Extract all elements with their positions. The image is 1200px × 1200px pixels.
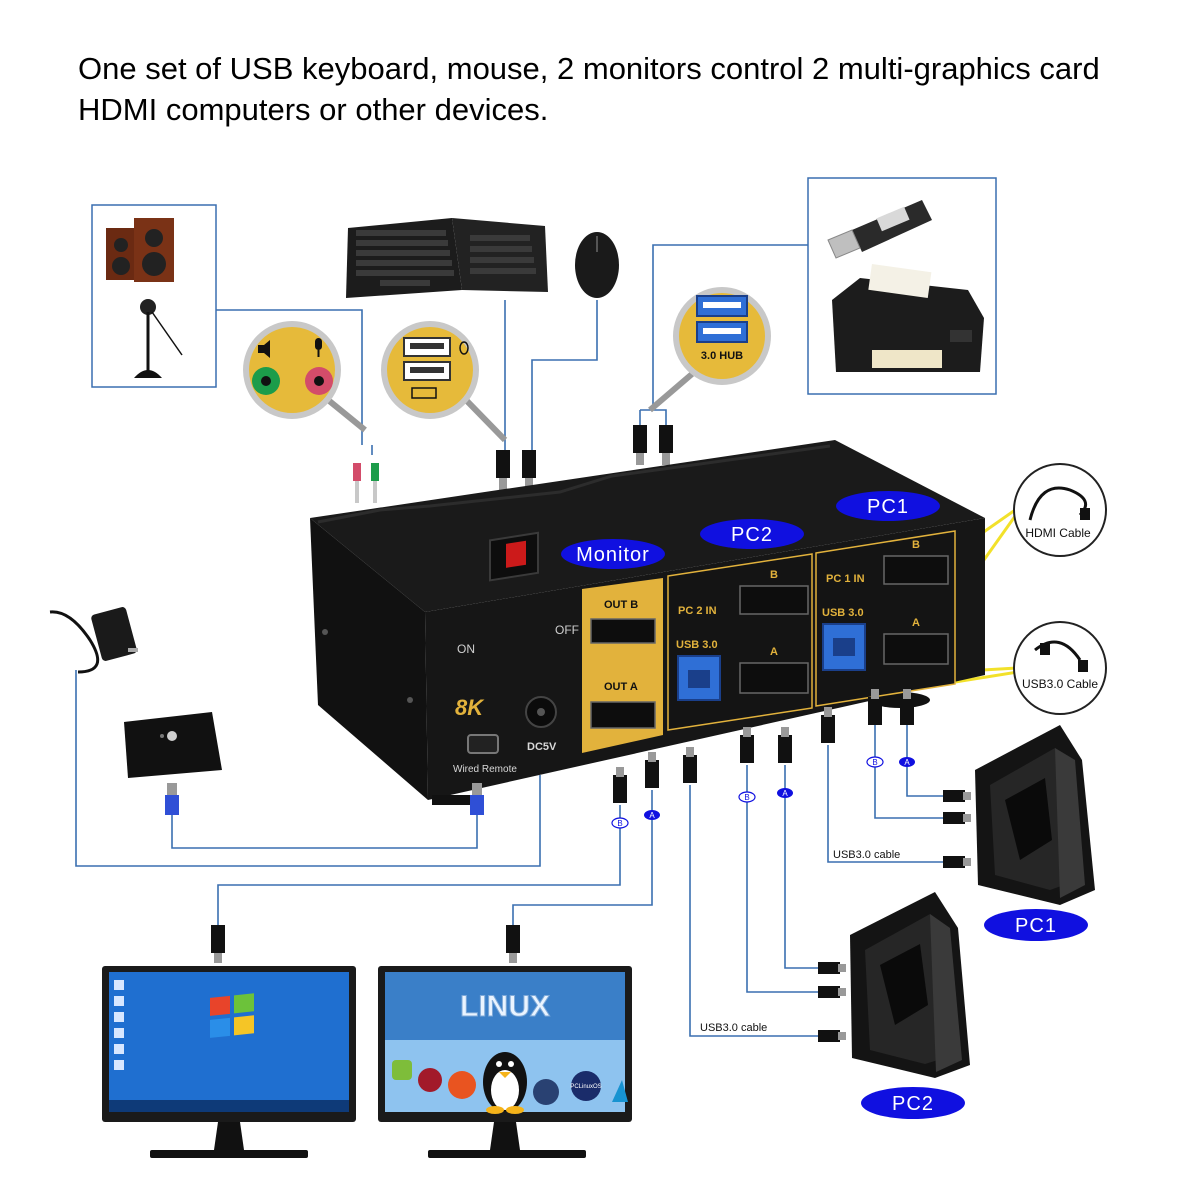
out-b-label: OUT B: [604, 599, 638, 611]
out-a-label: OUT A: [604, 681, 638, 693]
keyboard-small-icon: [411, 387, 437, 399]
pc1-port-b-label: B: [912, 539, 920, 551]
keyboard-icon: [346, 218, 548, 298]
pc2-port-b-label: B: [770, 569, 778, 581]
usb-devices-box: [807, 177, 997, 395]
tux-penguin-icon: [483, 1052, 527, 1114]
flash-drive-icon: [827, 200, 932, 259]
hdmi-out-a-port[interactable]: [590, 701, 656, 729]
pc2-usb-b-port[interactable]: [677, 655, 721, 701]
pc2-bottom-label: PC2: [892, 1093, 934, 1115]
pc2-pill-label: PC2: [731, 524, 773, 546]
os-badge: PCLinuxOS: [570, 1084, 601, 1090]
monitor-pill: Monitor: [561, 539, 665, 569]
eightk-label: 8K: [455, 695, 485, 720]
pc2-tower: [850, 892, 970, 1078]
pc1-bottom-label: PC1: [1015, 915, 1057, 937]
distro-logos-icon: [392, 1060, 628, 1105]
pc2-pill-bottom: PC2: [861, 1087, 965, 1119]
linux-title: LINUX: [460, 990, 550, 1023]
headline: One set of USB keyboard, mouse, 2 monito…: [78, 51, 1100, 127]
pc1-pill-bottom: PC1: [984, 909, 1088, 941]
cable-tags: B A B A B A: [611, 756, 915, 829]
hdmi-cable-callout: HDMI Cable: [1013, 463, 1107, 557]
tag-b-pc1: B: [872, 758, 877, 767]
pc1-in-label: PC 1 IN: [826, 573, 865, 585]
dc-label: DC5V: [527, 741, 557, 753]
connection-lines: [75, 244, 943, 1037]
pc1-pill: PC1: [836, 491, 940, 521]
pc2-pill: PC2: [700, 519, 804, 549]
tag-a-pc2: A: [782, 789, 788, 798]
kvm-switch: ON OFF 8K Wired Remote DC5V OUT B OUT A …: [310, 440, 985, 805]
windows-logo-icon: [210, 993, 254, 1038]
pc1-usb-b-port[interactable]: [822, 623, 866, 671]
pc1-hdmi-a-port[interactable]: [883, 633, 949, 665]
pc1-port-a-label: A: [912, 617, 920, 629]
mouse-small-icon: [459, 341, 469, 355]
usb-cable-pc2-label: USB3.0 cable: [700, 1022, 767, 1034]
pc1-tower: [975, 725, 1095, 905]
usb-plugs-bottom: [613, 689, 914, 803]
mic-icon: [315, 338, 322, 357]
hdmi-cable-icon: [1028, 486, 1088, 521]
pc1-hdmi-b-port[interactable]: [883, 555, 949, 585]
pc-plugs: [211, 790, 971, 1042]
usb-hub-zoom: 3.0 HUB: [648, 287, 771, 413]
pc2-hdmi-a-port[interactable]: [739, 662, 809, 694]
usb-ports-zoom: [381, 321, 508, 443]
audio-ports-zoom: [243, 321, 367, 433]
power-switch[interactable]: [489, 531, 539, 582]
usb-cable-icon: [1034, 640, 1082, 661]
tag-b-pc2: B: [744, 793, 749, 802]
usb-plugs-top: [496, 425, 673, 490]
speakers-icon: [106, 218, 174, 282]
wired-remote-label: Wired Remote: [453, 764, 517, 775]
monitor-pill-label: Monitor: [576, 544, 650, 566]
microphone-icon: [134, 299, 183, 378]
remote-cable-plugs: [165, 783, 484, 815]
pc2-usb30-label: USB 3.0: [676, 639, 718, 651]
printer-icon: [832, 263, 984, 372]
usb-cable-label: USB3.0 Cable: [1022, 677, 1098, 691]
pc1-usb30-label: USB 3.0: [822, 607, 864, 619]
on-label: ON: [457, 642, 475, 656]
tag-a-pc1: A: [904, 758, 910, 767]
audio-plugs: [353, 463, 379, 503]
speaker-icon: [258, 340, 270, 358]
pc2-port-a-label: A: [770, 646, 778, 658]
usb-cable-callout: USB3.0 Cable: [1013, 621, 1107, 715]
pc1-pill-label: PC1: [867, 496, 909, 518]
off-label: OFF: [555, 623, 579, 637]
wired-remote-port[interactable]: [467, 734, 499, 754]
power-adapter-icon: [49, 607, 138, 674]
hdmi-cable-label: HDMI Cable: [1025, 526, 1091, 540]
pc2-in-label: PC 2 IN: [678, 605, 717, 617]
tag-a-monitor: A: [649, 811, 655, 820]
mouse-icon: [575, 232, 619, 298]
usb-cable-pc1-label: USB3.0 cable: [833, 849, 900, 861]
hdmi-out-b-port[interactable]: [590, 618, 656, 644]
usb-hub-label: 3.0 HUB: [701, 350, 743, 362]
pc2-hdmi-b-port[interactable]: [739, 585, 809, 615]
audio-devices-box: [91, 204, 217, 388]
wired-remote-icon: [124, 712, 222, 778]
windows-monitor: [102, 966, 356, 1158]
tag-b-monitor: B: [617, 819, 622, 828]
linux-monitor: LINUX PCLinuxOS: [378, 966, 632, 1158]
